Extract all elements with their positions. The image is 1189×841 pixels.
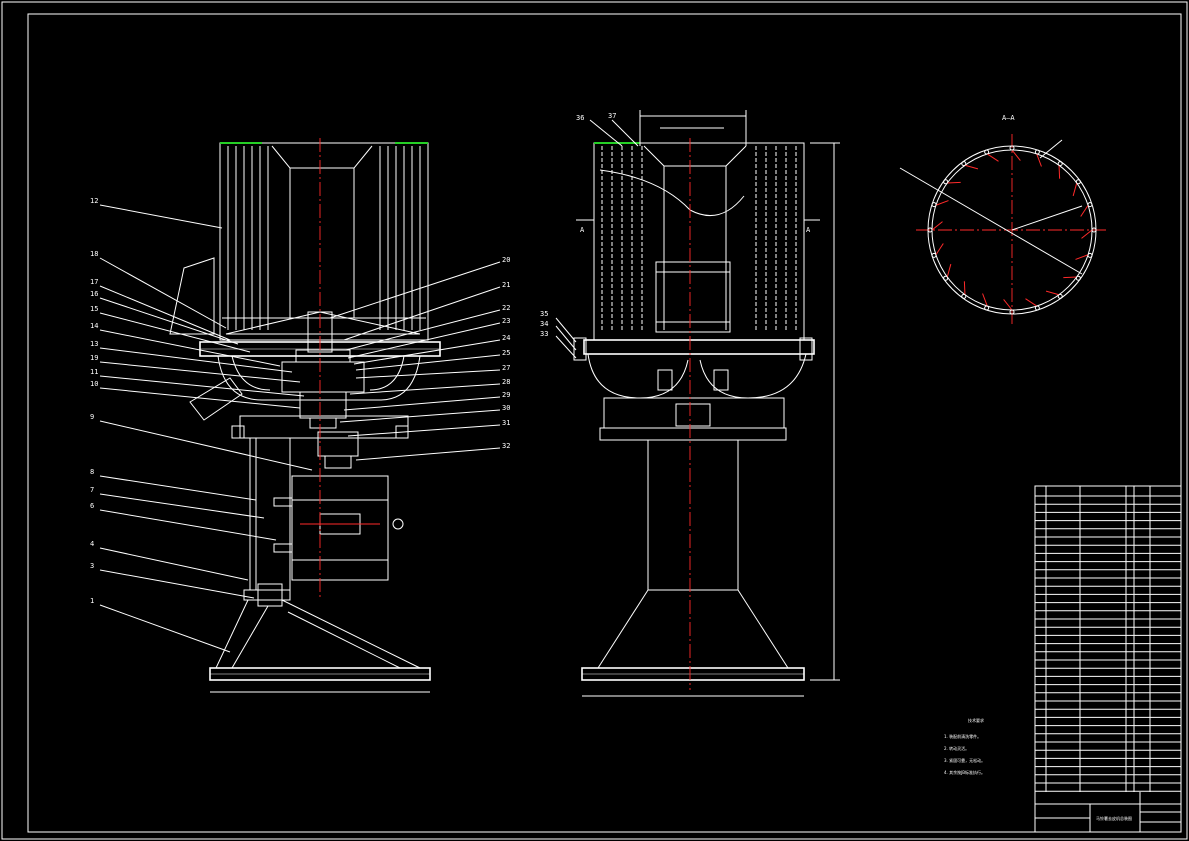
svg-text:27: 27 [502, 364, 510, 372]
inner-frame [27, 13, 1182, 833]
svg-text:17: 17 [90, 278, 98, 286]
section-title: A—A [1002, 114, 1015, 122]
svg-text:15: 15 [90, 305, 98, 313]
technical-notes: 技术要求 1. 装配前清洗零件。 2. 转动灵活。 3. 紧固可靠，无松动。 4… [944, 717, 985, 775]
section-aa: A—A [899, 114, 1108, 326]
front-view [573, 110, 840, 697]
svg-text:19: 19 [90, 354, 98, 362]
left-leaders [99, 204, 501, 653]
svg-text:2. 转动灵活。: 2. 转动灵活。 [944, 745, 969, 751]
svg-text:32: 32 [502, 442, 510, 450]
svg-text:4. 其余按JB标准执行。: 4. 其余按JB标准执行。 [944, 769, 985, 775]
svg-text:37: 37 [608, 112, 616, 120]
svg-text:1. 装配前清洗零件。: 1. 装配前清洗零件。 [944, 733, 981, 739]
section-slots [927, 145, 1097, 315]
svg-text:12: 12 [90, 197, 98, 205]
svg-text:29: 29 [502, 391, 510, 399]
svg-text:16: 16 [90, 290, 98, 298]
svg-text:21: 21 [502, 281, 510, 289]
front-callouts: 36 37 35 34 33 A A [540, 112, 811, 338]
left-callouts: 12 18 17 16 15 14 13 19 11 10 9 8 7 6 4 … [90, 197, 510, 605]
svg-text:31: 31 [502, 419, 510, 427]
left-view [169, 138, 441, 693]
svg-text:33: 33 [540, 330, 548, 338]
svg-text:22: 22 [502, 304, 510, 312]
svg-text:11: 11 [90, 368, 98, 376]
svg-text:6: 6 [90, 502, 94, 510]
svg-text:3. 紧固可靠，无松动。: 3. 紧固可靠，无松动。 [944, 757, 985, 763]
svg-text:13: 13 [90, 340, 98, 348]
svg-text:18: 18 [90, 250, 98, 258]
svg-text:28: 28 [502, 378, 510, 386]
svg-text:24: 24 [502, 334, 510, 342]
svg-text:3: 3 [90, 562, 94, 570]
svg-text:4: 4 [90, 540, 94, 548]
svg-text:7: 7 [90, 486, 94, 494]
svg-text:14: 14 [90, 322, 98, 330]
svg-text:34: 34 [540, 320, 548, 328]
svg-text:35: 35 [540, 310, 548, 318]
notes-heading: 技术要求 [968, 717, 984, 723]
front-leaders [555, 119, 639, 359]
svg-text:20: 20 [502, 256, 510, 264]
svg-text:10: 10 [90, 380, 98, 388]
drawing-name: 马铃薯去皮机总装图 [1096, 815, 1132, 821]
svg-text:30: 30 [502, 404, 510, 412]
title-block: 马铃薯去皮机总装图 [1034, 485, 1182, 833]
svg-text:9: 9 [90, 413, 94, 421]
svg-text:23: 23 [502, 317, 510, 325]
svg-text:25: 25 [502, 349, 510, 357]
svg-text:A: A [580, 226, 585, 234]
svg-text:A: A [806, 226, 811, 234]
svg-text:8: 8 [90, 468, 94, 476]
svg-text:36: 36 [576, 114, 584, 122]
svg-text:1: 1 [90, 597, 94, 605]
